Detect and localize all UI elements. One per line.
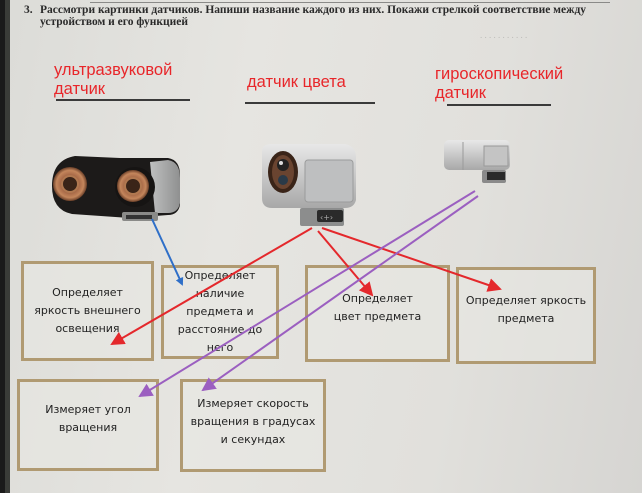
- answer-line-gyro: [447, 104, 551, 106]
- arrow-gyro-to-rate: [201, 195, 479, 392]
- function-text: Определяет яркость внешнего освещения: [34, 286, 141, 335]
- answer-line-color: [245, 102, 375, 104]
- arrow-ultrasonic-to-distance: [151, 218, 184, 286]
- task-number: 3.: [24, 4, 33, 16]
- answer-ultrasonic[interactable]: ультразвуковой датчик: [54, 61, 173, 98]
- function-box-ambient-light[interactable]: Определяет яркость внешнего освещения: [21, 261, 154, 361]
- answer-gyro[interactable]: гироскопический датчик: [435, 65, 564, 102]
- arrow-color-to-ambient-light: [110, 227, 313, 346]
- gyro-sensor-image: [444, 140, 510, 183]
- function-text: Измеряет скорость вращения в градусах и …: [190, 396, 316, 446]
- function-text: Измеряет угол вращения: [45, 403, 131, 434]
- top-rule: [90, 2, 610, 3]
- function-box-rate[interactable]: Измеряет скорость вращения в градусах и …: [180, 379, 326, 472]
- answer-color[interactable]: датчик цвета: [247, 73, 346, 91]
- function-text: Определяет яркость предмета: [465, 293, 587, 325]
- paper-edge: [5, 0, 11, 493]
- svg-text:‹+›: ‹+›: [320, 213, 333, 222]
- ultrasonic-sensor-image: [52, 156, 180, 221]
- arrow-gyro-to-angle: [138, 190, 476, 398]
- arrow-color-to-color: [317, 230, 374, 297]
- function-box-reflected-light[interactable]: Определяет яркость предмета: [456, 267, 596, 364]
- arrow-color-to-reflected-light: [321, 227, 502, 292]
- function-box-angle[interactable]: Измеряет угол вращения: [17, 379, 159, 471]
- color-sensor-image: ‹+›: [262, 144, 356, 226]
- bleed-through-text: . . . . . . . . . . .: [480, 30, 528, 40]
- answer-line-ultrasonic: [56, 99, 190, 101]
- task-text: Рассмотри картинки датчиков. Напиши назв…: [40, 4, 587, 28]
